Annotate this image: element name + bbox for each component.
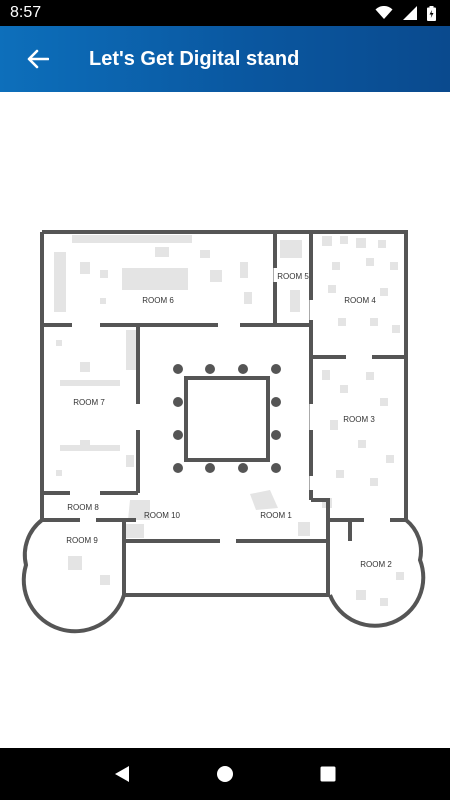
room-label-9[interactable]: ROOM 9 xyxy=(66,536,98,545)
room-label-6[interactable]: ROOM 6 xyxy=(142,296,174,305)
page-title: Let's Get Digital stand xyxy=(89,47,300,70)
pillars xyxy=(173,364,281,473)
back-triangle-icon xyxy=(114,766,129,782)
home-circle-icon xyxy=(216,766,233,782)
status-time: 8:57 xyxy=(10,4,42,21)
room-label-2[interactable]: ROOM 2 xyxy=(360,560,392,569)
nav-back-button[interactable] xyxy=(102,754,142,794)
room-label-3[interactable]: ROOM 3 xyxy=(343,415,375,424)
room-label-7[interactable]: ROOM 7 xyxy=(73,398,105,407)
room-label-10[interactable]: ROOM 10 xyxy=(144,511,181,520)
nav-home-button[interactable] xyxy=(205,754,245,794)
room-label-8[interactable]: ROOM 8 xyxy=(67,503,99,512)
back-button[interactable] xyxy=(0,26,76,92)
nav-recents-button[interactable] xyxy=(308,754,348,794)
doors-layer xyxy=(70,268,390,544)
floor-plan[interactable]: ROOM 6 ROOM 5 ROOM 4 ROOM 7 ROOM 3 ROOM … xyxy=(0,92,450,748)
status-icons xyxy=(375,5,436,21)
room-label-5[interactable]: ROOM 5 xyxy=(277,272,309,281)
map-area[interactable]: ROOM 6 ROOM 5 ROOM 4 ROOM 7 ROOM 3 ROOM … xyxy=(0,92,450,748)
wifi-icon xyxy=(375,6,393,19)
app-bar: Let's Get Digital stand xyxy=(0,26,450,92)
arrow-left-icon xyxy=(27,49,49,69)
system-nav-bar xyxy=(0,748,450,800)
room-label-4[interactable]: ROOM 4 xyxy=(344,296,376,305)
walls-layer xyxy=(21,230,426,634)
status-bar: 8:57 xyxy=(0,0,450,26)
room-label-1[interactable]: ROOM 1 xyxy=(260,511,292,520)
recents-square-icon xyxy=(320,766,336,782)
signal-icon xyxy=(403,6,417,20)
battery-icon xyxy=(427,5,436,21)
furniture-layer xyxy=(54,235,404,606)
